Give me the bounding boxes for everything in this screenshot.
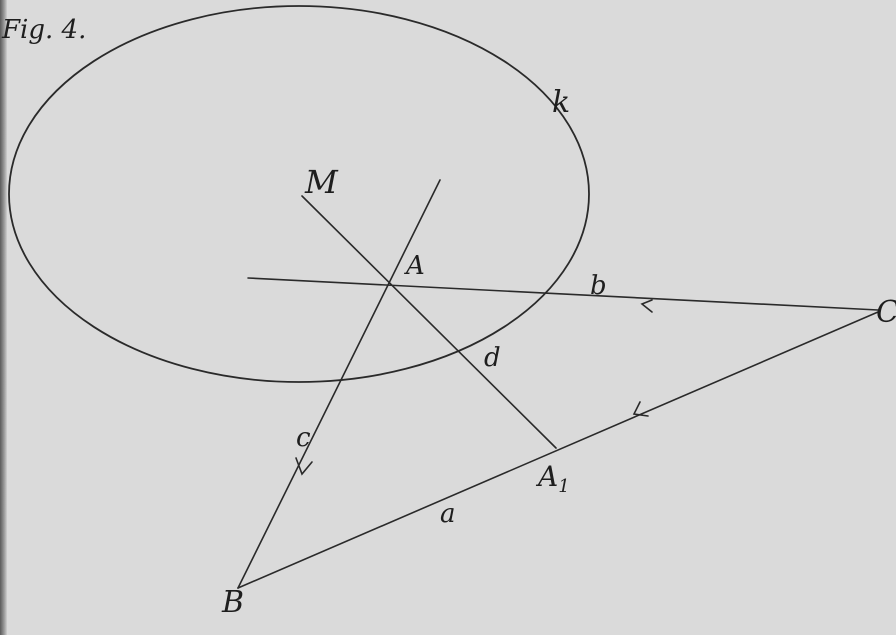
label-point-a1-subscript: 1 bbox=[558, 476, 569, 497]
label-line-a: a bbox=[440, 499, 456, 529]
label-line-c: c bbox=[296, 423, 311, 453]
line-b bbox=[247, 277, 879, 311]
arrow-on-line-b bbox=[640, 299, 653, 313]
arrow-on-line-a bbox=[632, 401, 649, 417]
figure-caption: Fig. 4. bbox=[1, 15, 86, 45]
label-circle-k: k bbox=[552, 85, 570, 120]
line-a bbox=[237, 311, 879, 589]
arrow-on-line-c bbox=[295, 457, 313, 476]
label-point-a1-letter: A bbox=[535, 460, 558, 493]
label-point-b: B bbox=[221, 585, 244, 620]
page-edge-shadow bbox=[0, 0, 7, 635]
line-c bbox=[237, 179, 441, 589]
label-center-m: M bbox=[304, 163, 339, 201]
circle-k bbox=[8, 5, 590, 383]
label-line-d: d bbox=[484, 343, 501, 373]
line-d bbox=[301, 195, 557, 449]
label-point-a1: A1 bbox=[535, 460, 570, 497]
label-line-b: b bbox=[590, 271, 607, 301]
label-point-c: C bbox=[876, 295, 896, 330]
label-point-a: A bbox=[404, 251, 425, 281]
